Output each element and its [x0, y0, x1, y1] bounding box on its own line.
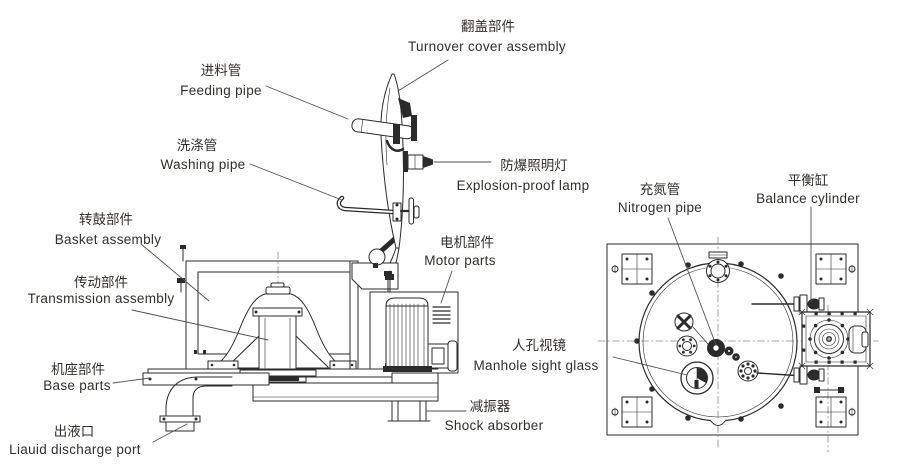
- manhole-sight-glass: [680, 361, 714, 395]
- label-turnover-cover-en: Turnover cover assembly: [408, 39, 566, 54]
- label-balance-cylinder-en: Balance cylinder: [756, 191, 860, 206]
- label-liquid-discharge-zh: 出液口: [54, 424, 95, 439]
- leader-basket: [140, 243, 210, 302]
- label-feeding-pipe-en: Feeding pipe: [180, 83, 262, 98]
- label-shock-absorber-en: Shock absorber: [445, 418, 544, 433]
- label-manhole-zh: 人孔视镜: [512, 338, 566, 353]
- leader-manhole: [612, 356, 688, 376]
- side-pipes: [751, 294, 825, 385]
- labels: 翻盖部件 Turnover cover assembly 进料管 Feeding…: [9, 19, 860, 457]
- side-view: [142, 73, 459, 432]
- leader-transmission: [131, 309, 269, 341]
- washing-pipe: [336, 195, 420, 225]
- transmission-cylinder: [226, 315, 329, 383]
- label-manhole-en: Manhole sight glass: [473, 358, 598, 373]
- label-basket-zh: 转鼓部件: [79, 212, 133, 227]
- label-basket-en: Basket assembly: [55, 232, 162, 247]
- label-turnover-cover-zh: 翻盖部件: [461, 19, 515, 34]
- top-view: [597, 236, 879, 453]
- label-base-zh: 机座部件: [51, 362, 105, 377]
- label-washing-pipe-zh: 洗涤管: [177, 138, 218, 153]
- leader-base: [112, 377, 151, 384]
- label-balance-cylinder-zh: 平衡缸: [788, 172, 829, 188]
- label-transmission-en: Transmission assembly: [28, 291, 175, 306]
- housing-casing: [177, 245, 359, 369]
- label-explosion-lamp-zh: 防爆照明灯: [500, 158, 568, 173]
- corner-pads: [611, 253, 856, 428]
- balance-cylinder-box: [798, 308, 874, 393]
- label-transmission-zh: 传动部件: [74, 275, 128, 290]
- label-feeding-pipe-zh: 进料管: [201, 63, 242, 78]
- label-nitrogen-pipe-en: Nitrogen pipe: [618, 200, 702, 215]
- label-explosion-lamp-en: Explosion-proof lamp: [457, 178, 590, 193]
- leader-turnover-cover: [397, 59, 449, 92]
- label-motor-zh: 电机部件: [440, 235, 494, 250]
- label-motor-en: Motor parts: [424, 253, 496, 268]
- leader-washing-pipe: [249, 163, 343, 201]
- shock-absorber-foot: [387, 400, 431, 422]
- top-flange: [706, 251, 730, 283]
- leader-motor: [440, 270, 453, 304]
- label-base-en: Base parts: [43, 378, 111, 393]
- label-washing-pipe-en: Washing pipe: [161, 157, 246, 172]
- feeding-pipe: [351, 115, 417, 144]
- label-nitrogen-pipe-zh: 充氮管: [640, 182, 681, 197]
- leader-feeding-pipe: [265, 85, 349, 120]
- label-liquid-discharge-en: Liauid discharge port: [9, 442, 141, 457]
- explosion-proof-lamp: [403, 151, 433, 172]
- label-shock-absorber-zh: 减振器: [470, 399, 511, 414]
- leader-lines: [112, 59, 812, 443]
- motor-assembly: [369, 270, 459, 384]
- cover-circle: [634, 261, 798, 426]
- leader-nitrogen-pipe: [667, 217, 717, 346]
- discharge-elbow: [142, 372, 270, 432]
- cover-fittings: [674, 312, 759, 382]
- leader-liquid-discharge: [152, 423, 188, 443]
